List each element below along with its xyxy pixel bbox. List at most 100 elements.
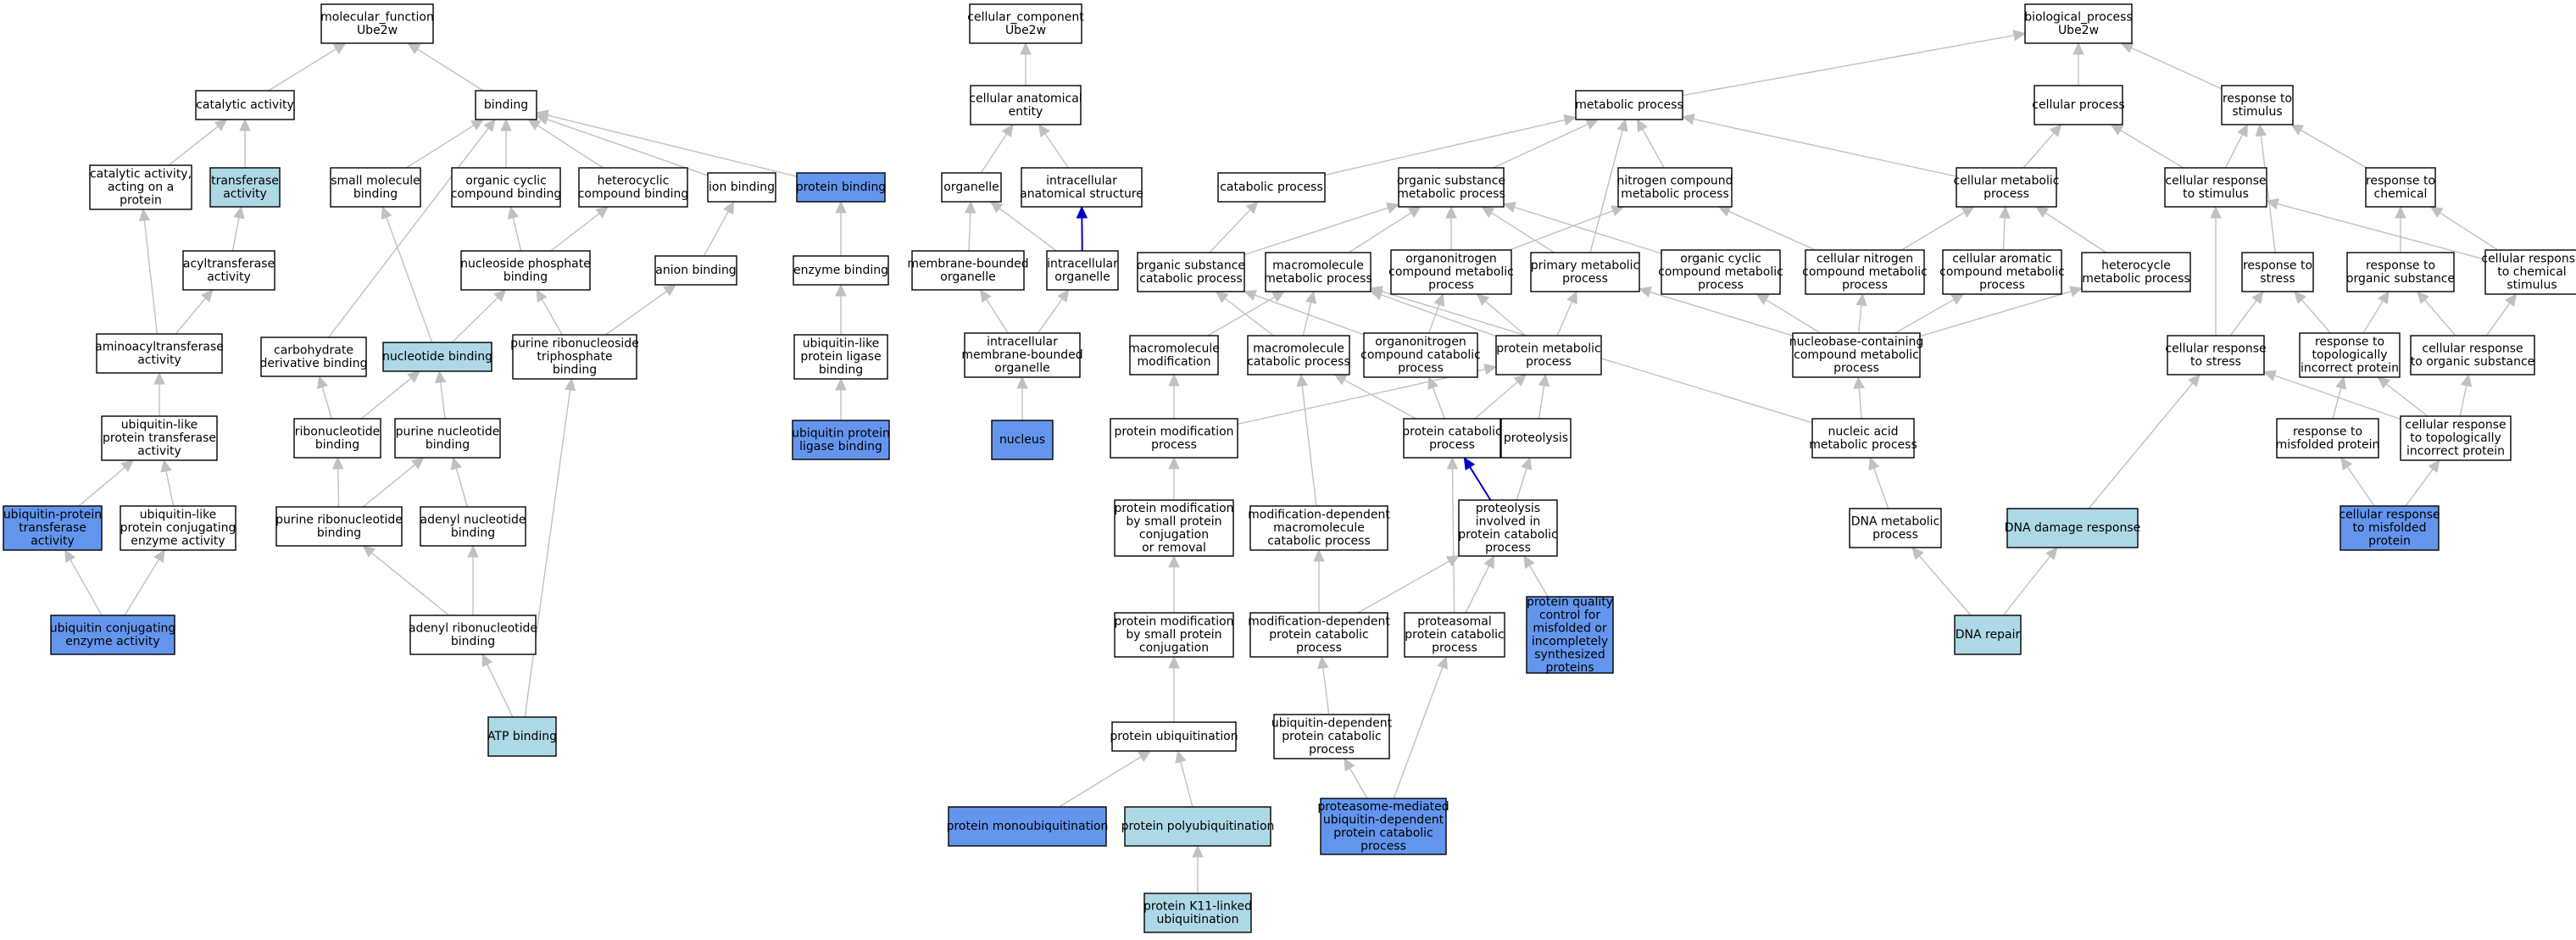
node-prot-b[interactable]: protein binding <box>796 172 886 203</box>
node-organelle[interactable]: organelle <box>941 172 1002 203</box>
node-box <box>1398 167 1505 208</box>
node-proteasome-ubdep[interactable]: proteasome-mediatedubiquitin-dependentpr… <box>1317 798 1449 855</box>
node-catabolic[interactable]: catabolic process <box>1217 172 1326 203</box>
node-nucleotide-b[interactable]: nucleotide binding <box>382 342 492 372</box>
arrowhead <box>2340 457 2353 470</box>
node-label: macromolecule <box>1273 521 1365 535</box>
node-moddep-macro-cat[interactable]: modification-dependentmacromoleculecatab… <box>1248 505 1390 551</box>
node-proteolysis[interactable]: proteolysis <box>1500 418 1572 459</box>
node-dna-damage[interactable]: DNA damage response <box>2005 508 2141 548</box>
edge-cell_arom_met-to-cell_met <box>1999 205 2011 251</box>
node-catalytic[interactable]: catalytic activity <box>195 90 295 120</box>
arrowhead <box>595 206 609 219</box>
node-poly-ubiq[interactable]: protein polyubiquitination <box>1121 806 1275 847</box>
node-nucleus[interactable]: nucleus <box>991 420 1054 460</box>
node-label: transferase <box>19 521 86 535</box>
node-enzyme-b[interactable]: enzyme binding <box>793 255 889 286</box>
node-label: activity <box>31 535 75 548</box>
node-dna-repair[interactable]: DNA repair <box>1954 615 2022 655</box>
node-atp-b[interactable]: ATP binding <box>487 716 557 757</box>
node-anion-b[interactable]: anion binding <box>654 255 737 286</box>
node-mono-ubiq[interactable]: protein monoubiquitination <box>947 806 1109 847</box>
node-metabolic[interactable]: metabolic process <box>1575 90 1683 120</box>
node-ion-b[interactable]: ion binding <box>707 172 776 203</box>
node-label: conjugation <box>1139 642 1209 655</box>
edge-ubl_conj-to-ubl_trans <box>160 459 175 507</box>
node-prot-ubiq[interactable]: protein ubiquitination <box>1110 721 1238 752</box>
node-label: organonitrogen <box>1405 253 1497 266</box>
node-binding[interactable]: binding <box>475 90 537 120</box>
node-cellular-p[interactable]: cellular process <box>2032 85 2125 125</box>
